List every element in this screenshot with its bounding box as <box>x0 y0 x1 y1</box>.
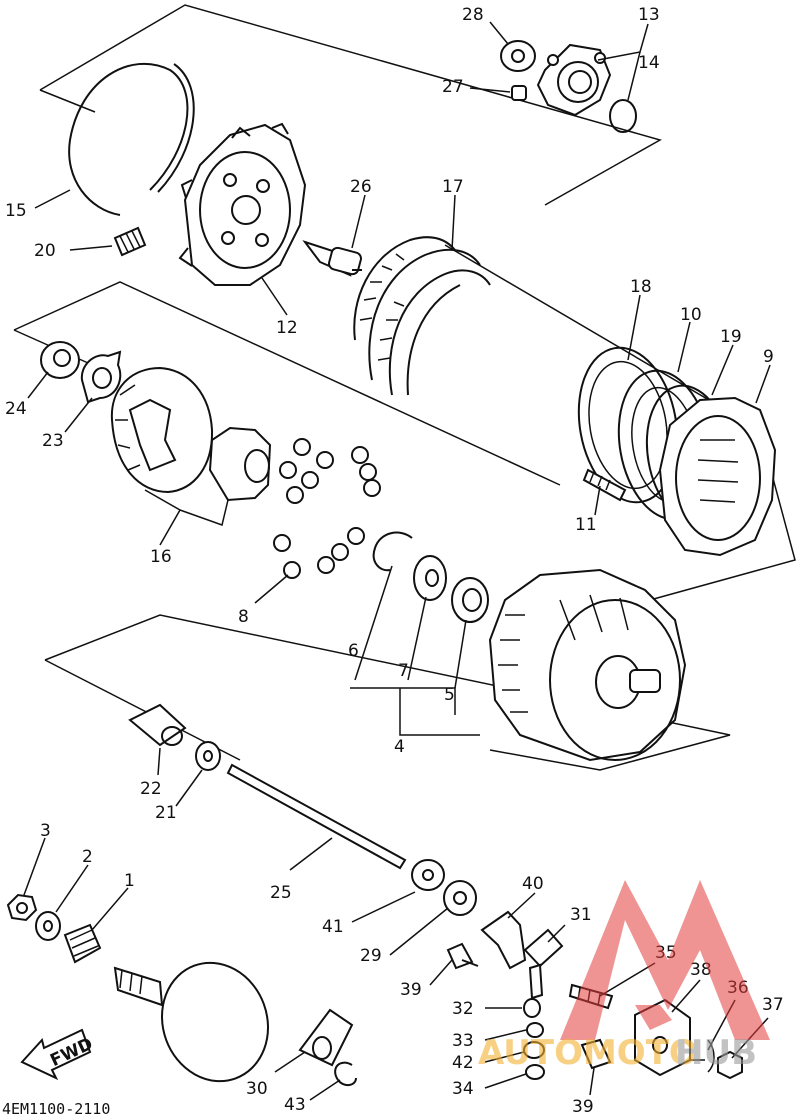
leader-lines <box>23 21 771 1101</box>
push-rod-25 <box>226 763 407 870</box>
callout-37: 37 <box>762 995 784 1015</box>
callout-23: 23 <box>42 431 64 451</box>
callout-7: 7 <box>398 661 409 681</box>
gear-1 <box>63 923 102 964</box>
clutch-boss-16 <box>110 366 214 494</box>
callout-31: 31 <box>570 905 592 925</box>
bolt-39-right <box>580 1038 612 1070</box>
spacer-22 <box>128 703 187 747</box>
push-lever-shaft-30 <box>113 961 354 1083</box>
lock-washer-23 <box>80 350 122 404</box>
callout-21: 21 <box>155 803 177 823</box>
callout-6: 6 <box>348 641 359 661</box>
callout-8: 8 <box>238 607 249 627</box>
washer-24 <box>40 341 80 379</box>
washer-28 <box>500 40 536 72</box>
callout-17: 17 <box>442 177 464 197</box>
callout-26: 26 <box>350 177 372 197</box>
washer-2 <box>35 911 61 941</box>
watermark-text: AUTOMOTO HUB <box>478 1033 757 1073</box>
balls-8 <box>273 438 381 579</box>
callout-5: 5 <box>444 685 455 705</box>
nut-34 <box>525 1064 545 1080</box>
callout-20: 20 <box>34 241 56 261</box>
callout-42: 42 <box>452 1053 474 1073</box>
callout-28: 28 <box>462 5 484 25</box>
bearing-5 <box>451 577 489 623</box>
circlip-6 <box>372 531 413 572</box>
callout-34: 34 <box>452 1079 474 1099</box>
callout-22: 22 <box>140 779 162 799</box>
nut-3 <box>6 893 38 922</box>
callout-1: 1 <box>124 871 135 891</box>
drawing-code: 4EM1100-2110 <box>2 1100 110 1117</box>
friction-plates-17 <box>353 236 491 396</box>
clutch-cover-bearing-13 <box>536 43 612 117</box>
fwd-arrow-icon: FWD <box>20 1028 96 1081</box>
bolt-27 <box>511 85 527 101</box>
triangle-logo-icon <box>560 880 770 1040</box>
callout-9: 9 <box>763 347 774 367</box>
bolt-39-left <box>446 942 479 970</box>
cam-16 <box>208 426 272 502</box>
callout-27: 27 <box>442 77 464 97</box>
callout-33: 33 <box>452 1031 474 1051</box>
callout-15: 15 <box>5 201 27 221</box>
spring-ring-15 <box>68 62 195 216</box>
watermark-brand-2: HUB <box>675 1033 757 1073</box>
oring-33 <box>526 1022 544 1038</box>
callout-11: 11 <box>575 515 597 535</box>
watermark-brand-1: AUTOMOTO <box>478 1033 698 1073</box>
callout-12: 12 <box>276 318 298 338</box>
clutch-plate-9 <box>658 396 777 557</box>
pressure-plate-12 <box>178 122 307 286</box>
push-rod-26 <box>302 240 362 277</box>
assembly-frames <box>13 4 796 771</box>
washer-21 <box>195 741 221 771</box>
lever-40 <box>480 910 527 970</box>
circlip-43 <box>334 1061 357 1086</box>
spring-11 <box>582 468 627 502</box>
callout-41: 41 <box>322 917 344 937</box>
callout-10: 10 <box>680 305 702 325</box>
collar-32 <box>523 998 541 1018</box>
callout-13: 13 <box>638 5 660 25</box>
spring-20 <box>113 226 147 257</box>
callout-39a: 39 <box>400 980 422 1000</box>
callout-30: 30 <box>246 1079 268 1099</box>
callout-32: 32 <box>452 999 474 1019</box>
callout-18: 18 <box>630 277 652 297</box>
callout-14: 14 <box>638 53 660 73</box>
callout-3: 3 <box>40 821 51 841</box>
callout-2: 2 <box>82 847 93 867</box>
washer-7 <box>413 555 447 601</box>
callout-29: 29 <box>360 946 382 966</box>
callout-39b: 39 <box>572 1097 594 1117</box>
callout-24: 24 <box>5 399 27 419</box>
callout-16: 16 <box>150 547 172 567</box>
callout-4: 4 <box>394 737 405 757</box>
washer-42 <box>523 1041 545 1059</box>
bearing-29 <box>443 880 477 916</box>
callout-25: 25 <box>270 883 292 903</box>
spring-36 <box>690 1039 715 1073</box>
callout-labels: 28 13 14 27 15 26 17 20 12 18 10 19 9 24… <box>5 5 784 1117</box>
callout-19: 19 <box>720 327 742 347</box>
clutch-housing-4 <box>488 568 687 762</box>
callout-43: 43 <box>284 1095 306 1115</box>
washer-41 <box>411 859 445 891</box>
circlip-14 <box>609 99 637 133</box>
bolt-31 <box>523 928 564 1000</box>
callout-40: 40 <box>522 874 544 894</box>
nut-37 <box>717 1050 743 1080</box>
